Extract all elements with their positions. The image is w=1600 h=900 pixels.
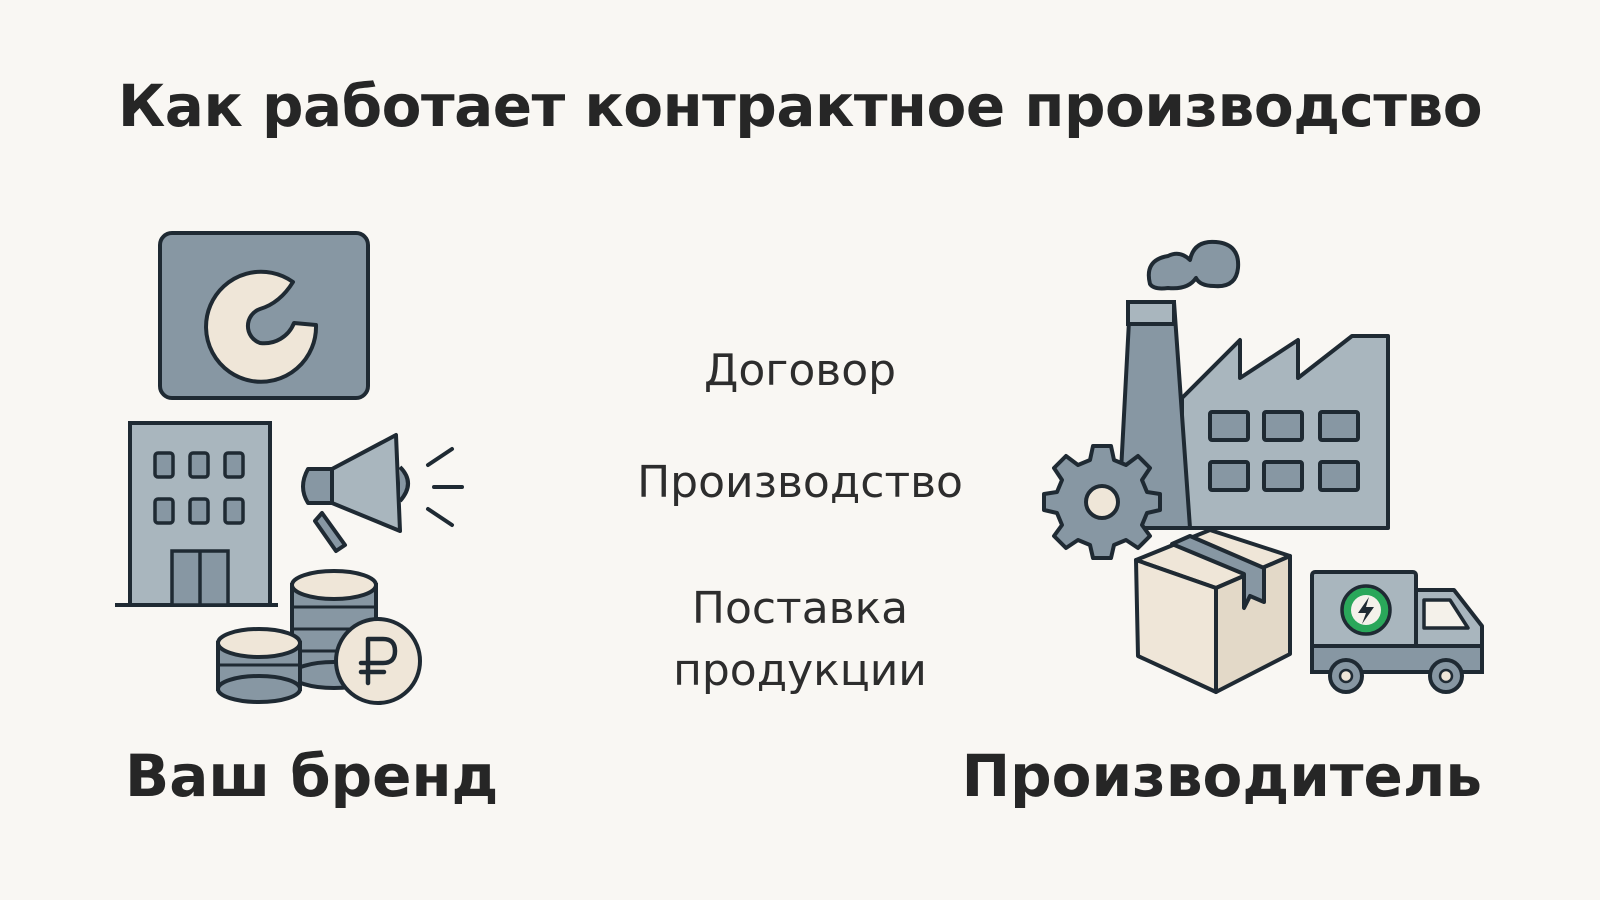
gear-icon: [1042, 444, 1162, 560]
step-contract: Договор: [703, 345, 897, 396]
party-brand-label: Ваш бренд: [125, 742, 499, 810]
step-delivery: Поставка продукции: [673, 583, 927, 696]
cardboard-box-icon: [1134, 528, 1292, 694]
step-production: Производство: [637, 457, 963, 508]
manufacturer-illustration-svg: [1042, 239, 1484, 694]
slide-title: Как работает контрактное производство: [117, 72, 1483, 140]
manufacturer-illustration: [1042, 230, 1500, 710]
brand-logo-icon: [158, 231, 370, 400]
smoke-icon: [1146, 239, 1241, 291]
brand-illustration-svg: [115, 231, 464, 705]
party-manufacturer-label: Производитель: [961, 742, 1482, 810]
megaphone-icon: [301, 433, 464, 553]
brand-illustration: [110, 225, 480, 715]
lightning-icon: [1340, 584, 1392, 636]
delivery-truck-icon: [1310, 570, 1484, 694]
ruble-coin-icon: [334, 617, 422, 705]
factory-icon: [1116, 300, 1390, 530]
office-building-icon: [115, 421, 278, 607]
